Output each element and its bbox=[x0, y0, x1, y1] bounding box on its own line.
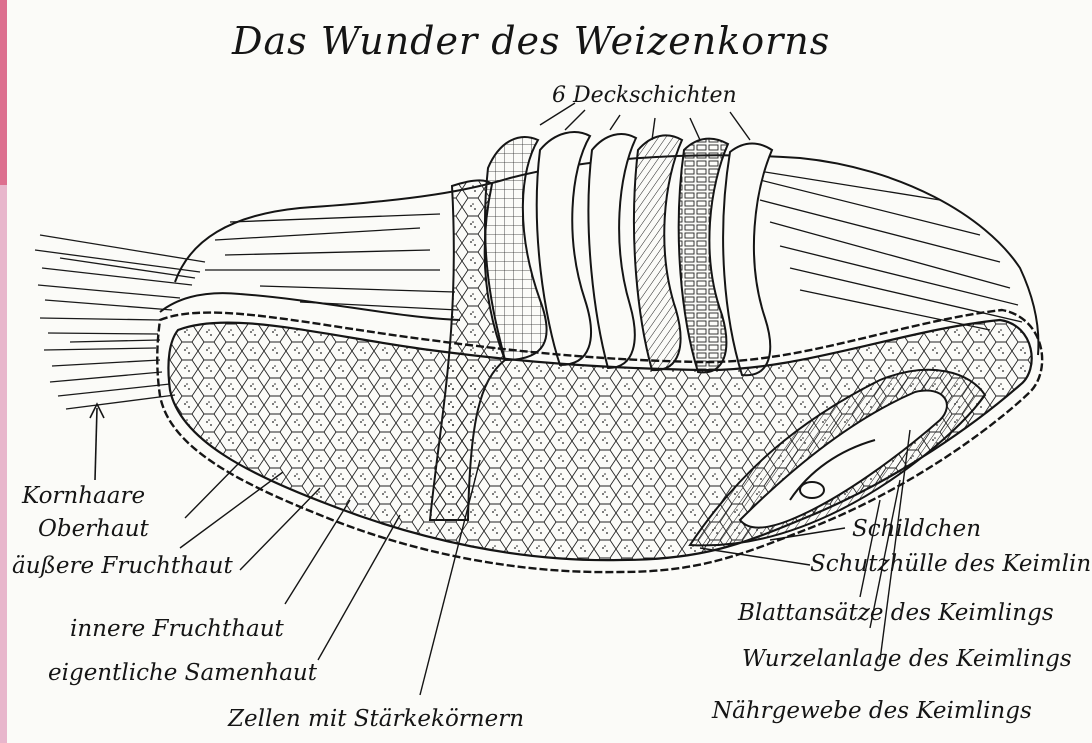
cover-layers-label: 6 Deckschichten bbox=[552, 85, 737, 107]
label-blattansaetze: Blattansätze des Keimlings bbox=[738, 602, 1054, 625]
six-cover-layers bbox=[485, 132, 772, 375]
label-aeussere-fruchthaut: äußere Fruchthaut bbox=[12, 555, 233, 578]
diagram-title: Das Wunder des Weizenkorns bbox=[232, 22, 830, 60]
label-kornhaare: Kornhaare bbox=[22, 485, 145, 508]
label-naehrgewebe: Nährgewebe des Keimlings bbox=[712, 700, 1032, 723]
label-zellen-mit-staerkekoernern: Zellen mit Stärkekörnern bbox=[228, 708, 524, 731]
label-schildchen: Schildchen bbox=[852, 518, 981, 541]
label-innere-fruchthaut: innere Fruchthaut bbox=[70, 618, 284, 641]
label-eigentliche-samenhaut: eigentliche Samenhaut bbox=[48, 662, 317, 685]
label-wurzelanlage: Wurzelanlage des Keimlings bbox=[742, 648, 1072, 671]
label-schutzhuelle: Schutzhülle des Keimlings bbox=[810, 553, 1092, 576]
hairs-pointer bbox=[90, 404, 104, 480]
label-oberhaut: Oberhaut bbox=[38, 518, 149, 541]
